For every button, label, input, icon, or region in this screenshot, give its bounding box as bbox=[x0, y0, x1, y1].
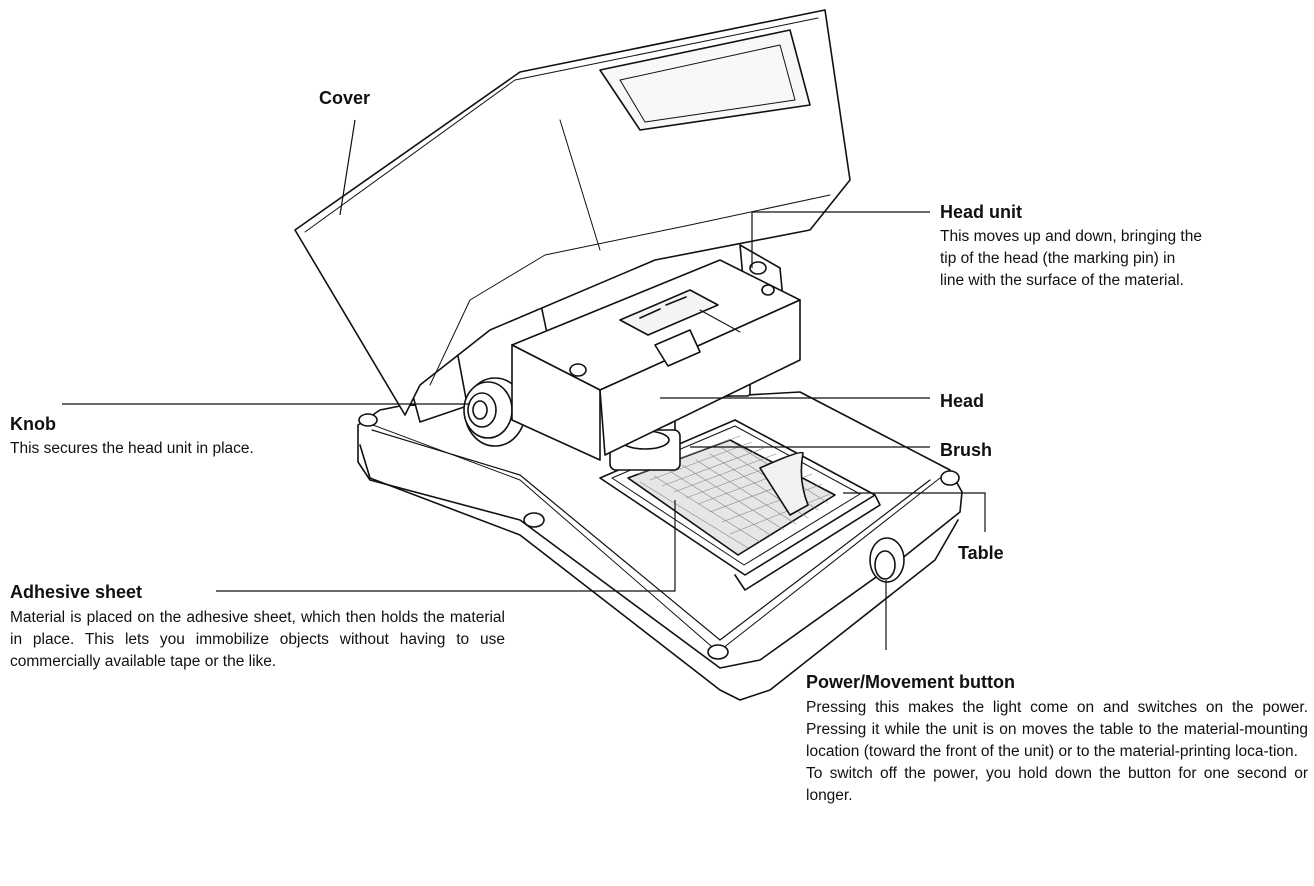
head-unit-description: This moves up and down, bringing the tip… bbox=[940, 226, 1310, 292]
table-label: Table bbox=[958, 543, 1004, 563]
adhesive-sheet-label: Adhesive sheet bbox=[10, 582, 143, 602]
knob-label: Knob bbox=[10, 414, 56, 434]
head-unit-graphic bbox=[511, 259, 801, 461]
power-button-label: Power/Movement button bbox=[806, 672, 1016, 692]
knob-description: This secures the head unit in place. bbox=[10, 440, 254, 457]
head-label: Head bbox=[940, 391, 985, 411]
leader-adhesive-sheet bbox=[216, 500, 676, 592]
leader-head-unit bbox=[751, 211, 930, 268]
power-button-paragraph-1: Pressing this makes the light come on an… bbox=[806, 699, 1308, 760]
leader-lines bbox=[62, 119, 986, 650]
adhesive-sheet-grid bbox=[627, 435, 836, 556]
power-button-graphic bbox=[869, 537, 905, 583]
cover-label: Cover bbox=[319, 88, 371, 108]
head-unit-line-2: tip of the head (the marking pin) in bbox=[940, 250, 1176, 267]
leader-cover bbox=[339, 119, 356, 216]
head-unit-label: Head unit bbox=[940, 202, 1023, 222]
head-unit-line-3: line with the surface of the material. bbox=[940, 272, 1184, 289]
leader-table bbox=[843, 492, 986, 532]
head-unit-line-1: This moves up and down, bringing the bbox=[940, 228, 1202, 245]
power-button-description: Pressing this makes the light come on an… bbox=[806, 697, 1308, 807]
brush-label: Brush bbox=[940, 440, 993, 460]
power-button-paragraph-2: To switch off the power, you hold down t… bbox=[806, 765, 1308, 804]
cover-graphic bbox=[294, 9, 851, 416]
adhesive-sheet-description: Material is placed on the adhesive sheet… bbox=[10, 609, 505, 670]
